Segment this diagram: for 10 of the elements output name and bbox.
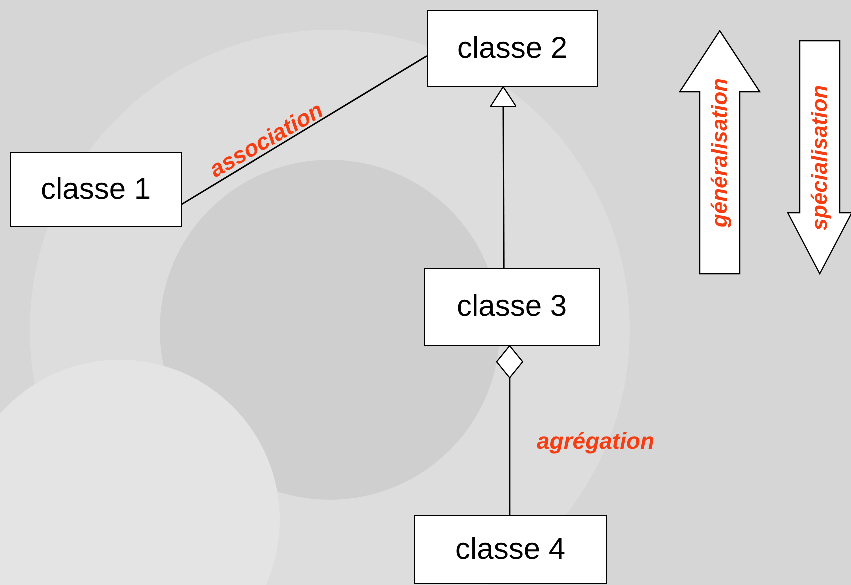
aggregation-line [496,345,524,515]
class-box: classe 1 [10,152,182,227]
class-box: classe 3 [424,268,600,346]
inheritance-arrow [490,86,518,268]
arrow-label: spécialisation [807,84,833,230]
association-line [182,56,428,206]
edge-label: agrégation [537,428,655,455]
class-box: classe 2 [427,10,598,87]
class-box: classe 4 [414,515,607,584]
arrow-label: généralisation [707,78,733,228]
